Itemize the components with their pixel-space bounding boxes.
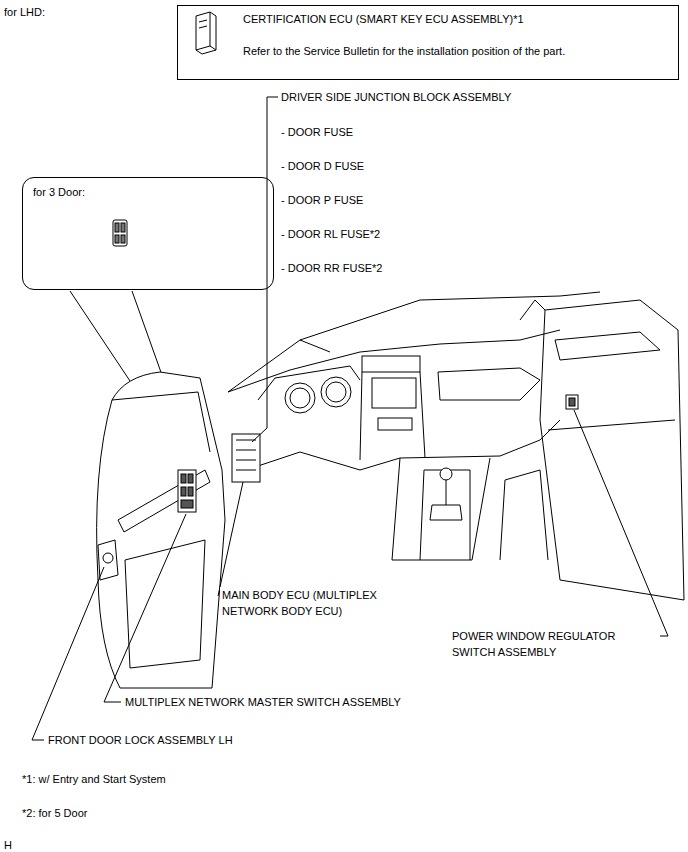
part-label: DRIVER SIDE JUNCTION BLOCK ASSEMBLY	[279, 89, 513, 105]
note-box: CERTIFICATION ECU (SMART KEY ECU ASSEMBL…	[177, 5, 679, 80]
fuse-label: - DOOR FUSE	[279, 124, 355, 140]
node-body: Refer to the Service Bulletin for the in…	[243, 43, 565, 59]
part-label: FRONT DOOR LOCK ASSEMBLY LH	[46, 732, 235, 748]
part-label: MULTIPLEX NETWORK MASTER SWITCH ASSEMBLY	[123, 694, 403, 710]
part-label: MAIN BODY ECU (MULTIPLEX NETWORK BODY EC…	[220, 587, 404, 619]
fuse-label: - DOOR P FUSE	[279, 192, 365, 208]
node-heading: for 3 Door:	[33, 184, 85, 200]
footnote: *2: for 5 Door	[20, 805, 89, 821]
switch-icon	[113, 220, 127, 246]
fuse-label: - DOOR RR FUSE*2	[279, 260, 384, 276]
inset-box: for 3 Door:	[22, 177, 274, 290]
node-heading: CERTIFICATION ECU (SMART KEY ECU ASSEMBL…	[243, 11, 524, 27]
page-code: H	[2, 837, 14, 852]
page-label: for LHD:	[2, 4, 47, 20]
footnote: *1: w/ Entry and Start System	[20, 771, 168, 787]
fuse-label: - DOOR D FUSE	[279, 158, 366, 174]
ecu-icon	[196, 12, 216, 54]
part-label: POWER WINDOW REGULATOR SWITCH ASSEMBLY	[450, 628, 644, 660]
fuse-label: - DOOR RL FUSE*2	[279, 226, 382, 242]
